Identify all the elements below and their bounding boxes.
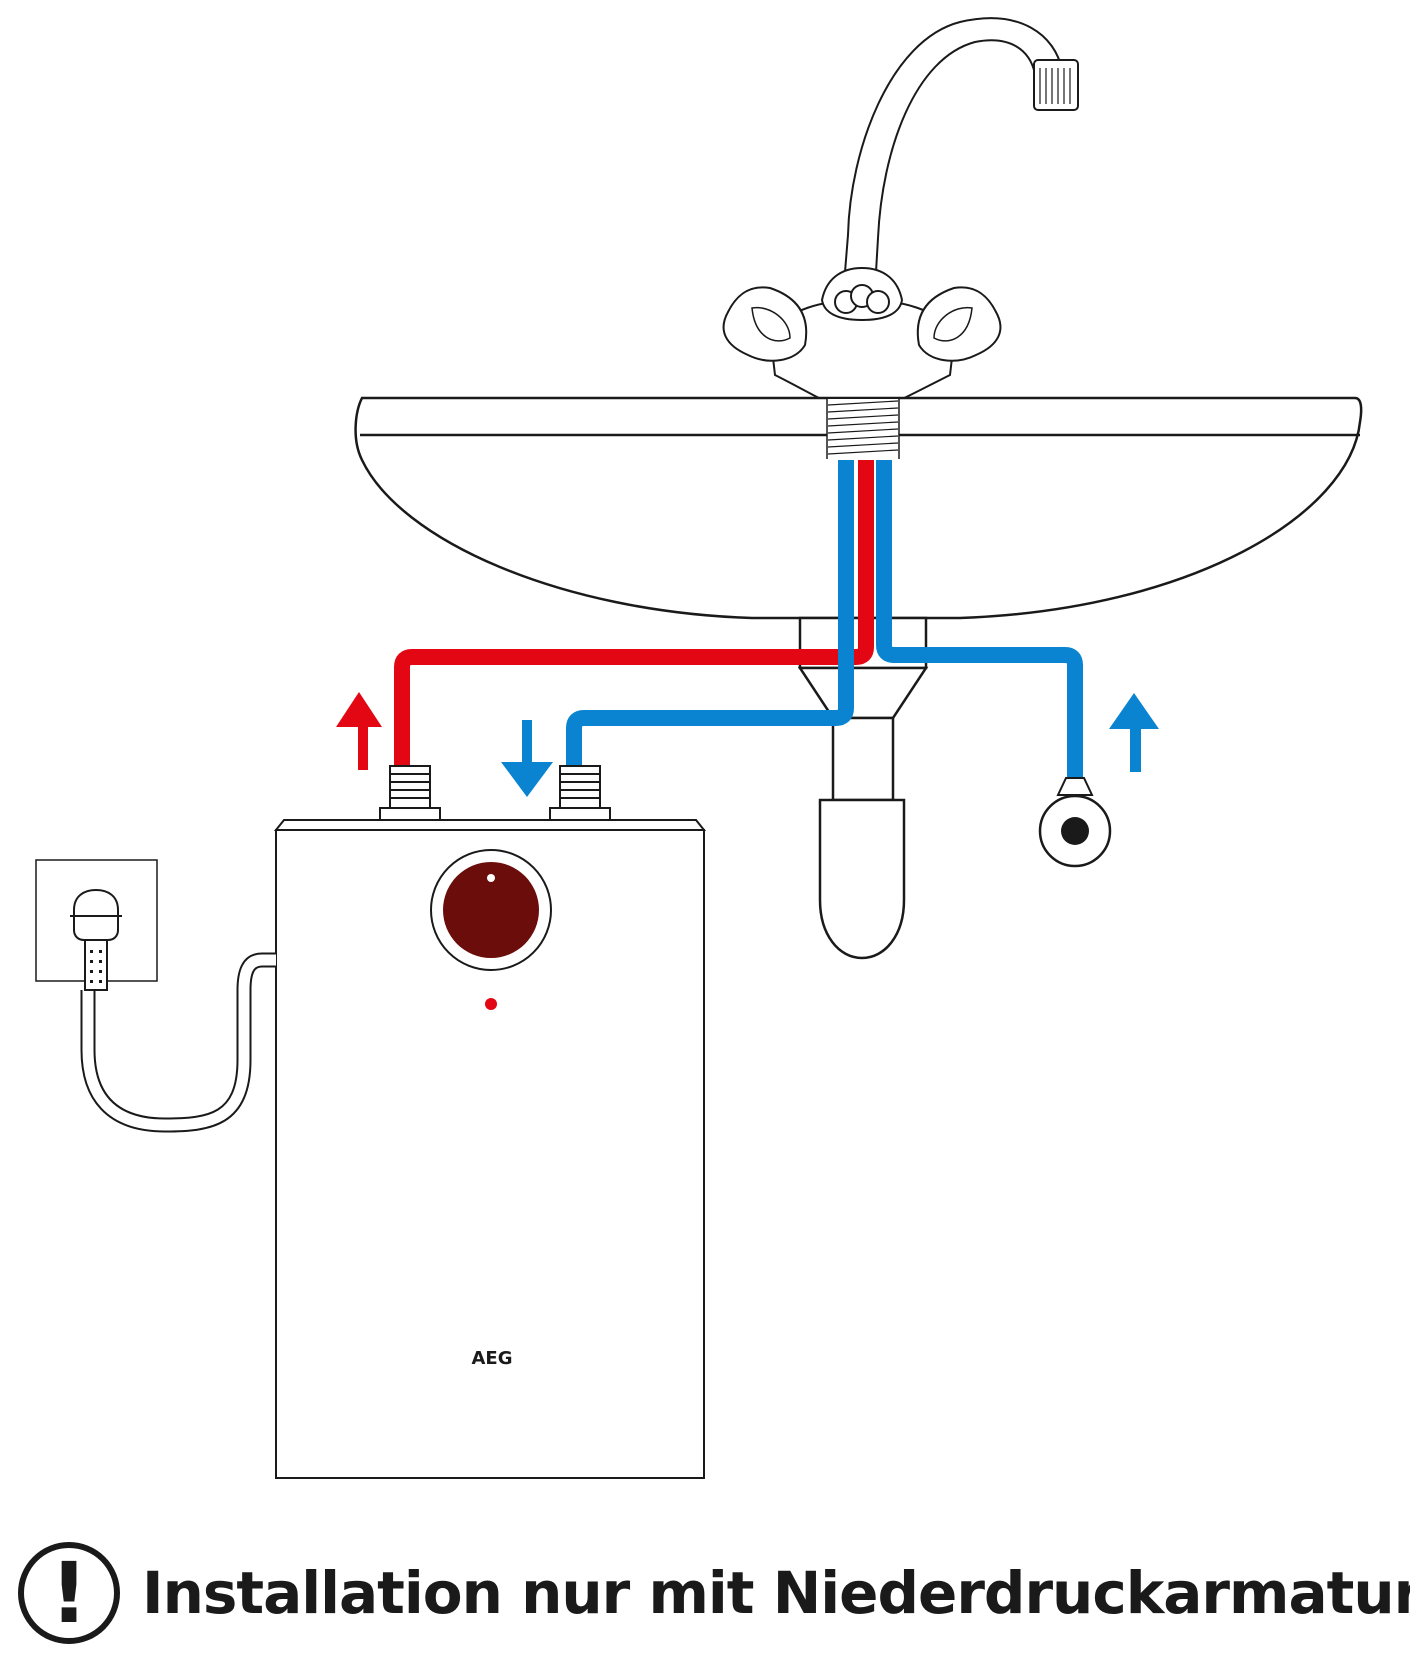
hot-outlet-pipe (394, 460, 874, 772)
hot-flow-up-arrow-icon (336, 692, 382, 770)
cold-inlet-pipe (566, 460, 854, 772)
mixer-faucet (722, 17, 1079, 459)
power-plug[interactable] (70, 888, 122, 991)
exclamation-icon: ! (18, 1541, 120, 1644)
cold-flow-down-arrow-icon (501, 720, 553, 797)
thermostat-knob[interactable] (430, 849, 552, 971)
faucet-aerator (1033, 59, 1079, 111)
wall-water-valve[interactable] (1038, 777, 1112, 868)
warning-text: Installation nur mit Niederdruckarmatur! (142, 1558, 1410, 1627)
cold-supply-up-arrow-icon (1109, 693, 1159, 772)
cold-supply-pipe (876, 460, 1083, 778)
sink-drain-siphon (797, 616, 929, 960)
brand-logo: AEG (471, 1348, 512, 1369)
hot-outlet-fitting (379, 765, 441, 821)
faucet-spout (843, 17, 1064, 273)
warning-caption: ! Installation nur mit Niederdruckarmatu… (18, 1535, 1410, 1650)
indicator-led (485, 998, 497, 1010)
cold-inlet-fitting (549, 765, 611, 821)
water-heater: AEG (273, 819, 707, 1479)
power-cord (80, 952, 276, 1133)
